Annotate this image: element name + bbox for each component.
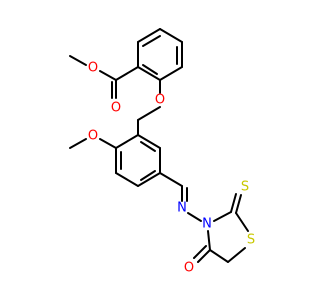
bond	[137, 28, 161, 43]
bond	[115, 134, 139, 149]
bond	[159, 28, 183, 43]
bond	[115, 66, 139, 81]
bond	[187, 212, 202, 222]
ring-carbonyl-oxygen: O	[184, 261, 194, 276]
ester-carbonyl-oxygen: O	[111, 101, 121, 116]
ether-linker	[137, 79, 161, 136]
imine-chain	[159, 172, 202, 222]
bond	[207, 230, 211, 251]
ether-oxygen: O	[155, 93, 165, 108]
bond	[99, 70, 117, 81]
ester-methoxy-oxygen: O	[88, 61, 98, 76]
bond	[137, 66, 161, 81]
double-bond-inner	[140, 141, 156, 152]
bond	[69, 55, 87, 66]
bond	[137, 106, 161, 121]
bond	[159, 66, 183, 81]
molecule-diagram: O O O O N N S S O	[69, 28, 255, 276]
bond	[209, 249, 229, 263]
aryl-methoxy	[69, 138, 117, 149]
bond	[115, 172, 139, 187]
methoxyphenyl-ring	[115, 134, 161, 187]
thione-sulfur: S	[241, 180, 249, 195]
bond	[69, 138, 87, 149]
methyl-ester	[69, 55, 139, 99]
bond	[230, 193, 237, 213]
bond	[213, 211, 232, 222]
double-bond-inner	[142, 35, 161, 47]
bond	[235, 194, 242, 214]
bond	[197, 249, 211, 263]
thiazolidinone-ring	[193, 193, 249, 263]
bond	[137, 172, 161, 187]
bond	[193, 245, 207, 259]
benzoate-ring	[137, 28, 183, 81]
bond	[227, 247, 246, 263]
aryl-methoxy-oxygen: O	[88, 129, 98, 144]
bond	[159, 172, 183, 187]
molecule-structure: O O O O N N S S O	[69, 28, 255, 276]
double-bond-inner	[142, 64, 158, 75]
bond	[235, 212, 249, 232]
bond	[99, 138, 117, 149]
ring-sulfur: S	[247, 233, 255, 248]
double-bond-inner	[140, 170, 156, 181]
bond	[137, 134, 161, 149]
imine-nitrogen: N	[177, 201, 187, 216]
ring-nitrogen: N	[202, 217, 212, 232]
